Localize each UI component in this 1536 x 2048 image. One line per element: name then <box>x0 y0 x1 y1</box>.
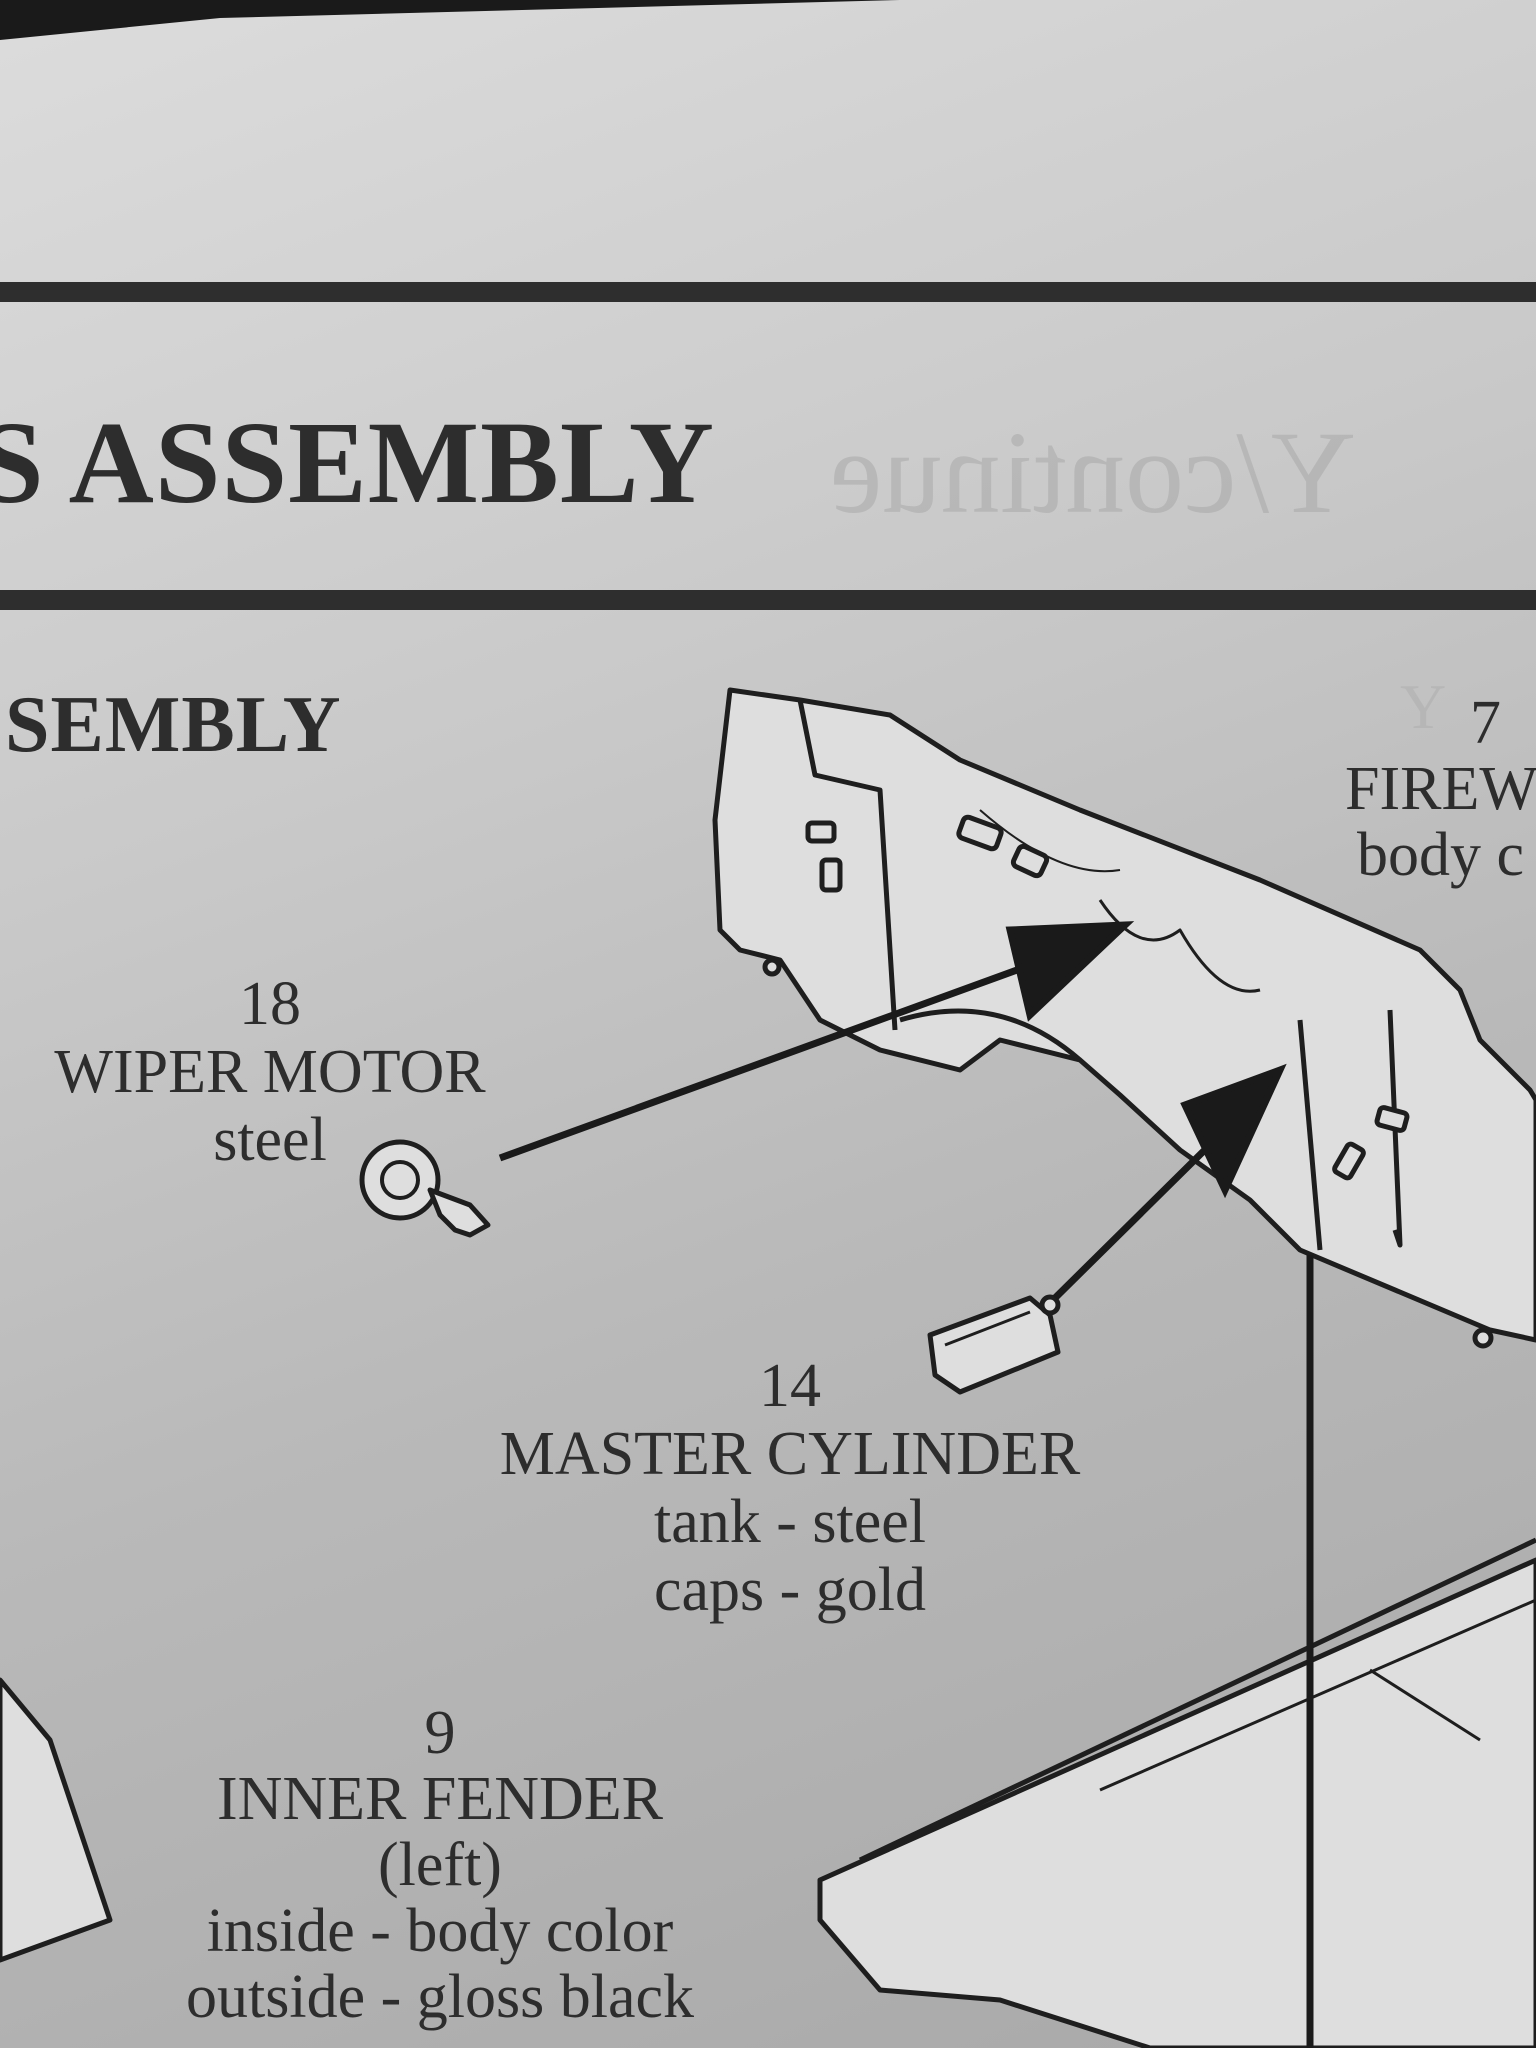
part-master-cylinder: 14 MASTER CYLINDER tank - steel caps - g… <box>440 1352 1140 1624</box>
part-number: 7 <box>1470 689 1501 757</box>
part-detail: body c <box>1357 821 1525 889</box>
part-name: WIPER MOTOR <box>54 1038 486 1106</box>
part-detail: (left) <box>378 1831 502 1899</box>
part-wiper-motor: 18 WIPER MOTOR steel <box>0 970 540 1174</box>
part-detail: steel <box>213 1106 327 1174</box>
section-subheading: SEMBLY <box>5 681 342 769</box>
part-number: 18 <box>239 970 301 1038</box>
bleed-through-small: Y <box>1400 671 1447 742</box>
part-inner-fender: 9 INNER FENDER (left) inside - body colo… <box>110 1700 770 2030</box>
wiper-motor-part <box>359 1139 491 1238</box>
title-bottom-rule <box>0 590 1536 610</box>
part-detail: caps - gold <box>653 1556 927 1624</box>
fender-fragment <box>0 1677 113 1963</box>
part-number: 14 <box>759 1352 821 1420</box>
part-firewall: 7 FIREW body c <box>1345 690 1536 888</box>
page-title: S ASSEMBLY <box>0 397 715 528</box>
part-name: FIREW <box>1345 755 1536 823</box>
part-detail: inside - body color <box>206 1897 674 1965</box>
firewall-panel <box>712 687 1536 1343</box>
inner-fender-part <box>817 1557 1536 2048</box>
master-cylinder-part <box>927 1294 1061 1395</box>
part-detail: outside - gloss black <box>186 1963 694 2031</box>
part-name: MASTER CYLINDER <box>499 1420 1081 1488</box>
leader-arrows <box>498 921 1314 2048</box>
top-rule <box>0 282 1536 302</box>
part-number: 9 <box>424 1699 456 1767</box>
part-name: INNER FENDER <box>216 1765 664 1833</box>
part-detail: tank - steel <box>653 1488 926 1556</box>
